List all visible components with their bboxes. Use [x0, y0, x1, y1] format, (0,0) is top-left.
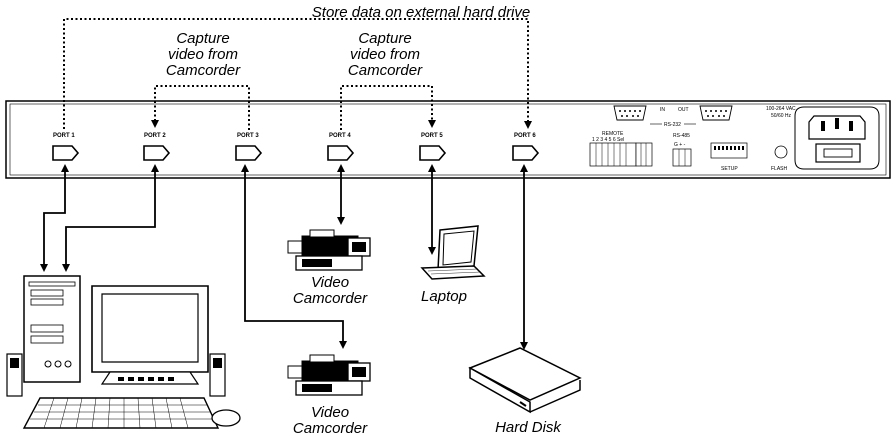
- video-camcorder-icon-lower: [287, 354, 371, 396]
- capture-label-right-line-1: Capture: [358, 30, 412, 47]
- capture-link-port3-to-port2: [151, 85, 250, 130]
- capture-label-right-line-3: Camcorder: [347, 62, 423, 79]
- rs232-out-label: OUT: [678, 107, 689, 113]
- device-rear-panel: [5, 100, 891, 179]
- flash-label: FLASH: [771, 166, 788, 172]
- capture-link-port4-to-port5: [340, 85, 436, 130]
- port-4-label: PORT 4: [329, 133, 351, 139]
- rs232-section: [613, 105, 733, 125]
- cable-port2-computer: [62, 164, 159, 272]
- capture-label-right: Capture video from Camcorder: [330, 31, 440, 79]
- rs485-pins-label: G + -: [674, 142, 686, 148]
- store-data-label: Store data on external hard drive: [311, 4, 531, 21]
- cable-port3-camcorder: [241, 164, 347, 349]
- port-3-connector[interactable]: [235, 145, 263, 161]
- video-camcorder-label-upper: Video Camcorder: [280, 275, 380, 307]
- video-camcorder-label-lower-line-1: Video: [310, 404, 350, 421]
- power-inlet: [794, 106, 880, 170]
- port-1-label: PORT 1: [53, 133, 75, 139]
- port-6-connector[interactable]: [512, 145, 540, 161]
- port-2-label: PORT 2: [144, 133, 166, 139]
- port-4-connector[interactable]: [327, 145, 355, 161]
- remote-pin-numbers: 1 2 3 4 5 6 Sel: [592, 137, 624, 143]
- laptop-icon: [420, 225, 486, 280]
- cable-port1-computer: [40, 164, 69, 272]
- port-5-connector[interactable]: [419, 145, 447, 161]
- port-3-label: PORT 3: [237, 133, 259, 139]
- computer-icon: [6, 275, 241, 429]
- video-camcorder-icon-upper: [287, 229, 371, 271]
- power-rating-line-2: 50/60 Hz: [771, 113, 792, 119]
- capture-label-left: Capture video from Camcorder: [148, 31, 258, 79]
- store-data-link: [63, 18, 532, 129]
- remote-terminal-block: [589, 142, 653, 167]
- capture-label-left-line-1: Capture: [176, 30, 230, 47]
- laptop-label: Laptop: [421, 288, 467, 305]
- port-1-connector[interactable]: [52, 145, 80, 161]
- capture-label-left-line-2: video from: [167, 46, 239, 63]
- hard-disk-label: Hard Disk: [495, 419, 561, 436]
- video-camcorder-label-lower-line-2: Camcorder: [292, 420, 368, 437]
- flash-button[interactable]: [774, 145, 788, 159]
- setup-label: SETUP: [721, 166, 738, 172]
- video-camcorder-label-lower: Video Camcorder: [280, 405, 380, 437]
- rs485-label: RS-485: [673, 133, 690, 139]
- capture-label-left-line-3: Camcorder: [165, 62, 241, 79]
- setup-dip-switch[interactable]: [710, 142, 748, 159]
- capture-label-right-line-2: video from: [349, 46, 421, 63]
- rs232-in-label: IN: [660, 107, 665, 113]
- video-camcorder-label-upper-line-2: Camcorder: [292, 290, 368, 307]
- port-6-label: PORT 6: [514, 133, 536, 139]
- rs232-label: RS-232: [664, 122, 681, 128]
- port-2-connector[interactable]: [143, 145, 171, 161]
- video-camcorder-label-upper-line-1: Video: [310, 274, 350, 291]
- port-5-label: PORT 5: [421, 133, 443, 139]
- hard-disk-icon: [468, 347, 582, 414]
- remote-label: REMOTE: [602, 131, 624, 137]
- power-rating-line-1: 100-264 VAC: [766, 106, 796, 112]
- rs485-terminal-block: [672, 148, 692, 167]
